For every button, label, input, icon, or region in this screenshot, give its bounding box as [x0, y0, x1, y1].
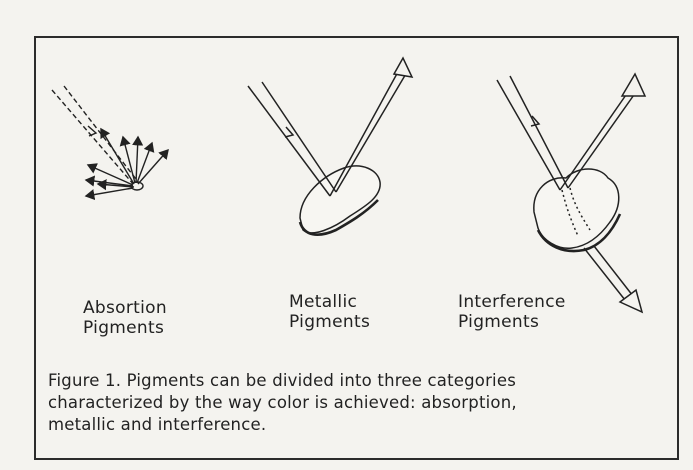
- interference-illustration: [497, 74, 645, 312]
- metallic-label-line2: Pigments: [289, 312, 370, 332]
- absorption-label-line1: Absortion: [83, 298, 167, 318]
- caption-line2: characterized by the way color is achiev…: [48, 392, 678, 414]
- interference-label: Interference Pigments: [458, 292, 566, 332]
- interference-label-line1: Interference: [458, 292, 566, 312]
- caption-line1: Figure 1. Pigments can be divided into t…: [48, 370, 678, 392]
- metallic-label-line1: Metallic: [289, 292, 370, 312]
- absorption-illustration: [52, 86, 168, 196]
- metallic-label: Metallic Pigments: [289, 292, 370, 332]
- caption-line3: metallic and interference.: [48, 414, 678, 436]
- absorption-label-line2: Pigments: [83, 318, 167, 338]
- metallic-illustration: [248, 58, 412, 235]
- interference-label-line2: Pigments: [458, 312, 566, 332]
- figure-caption: Figure 1. Pigments can be divided into t…: [48, 370, 678, 436]
- absorption-label: Absortion Pigments: [83, 298, 167, 338]
